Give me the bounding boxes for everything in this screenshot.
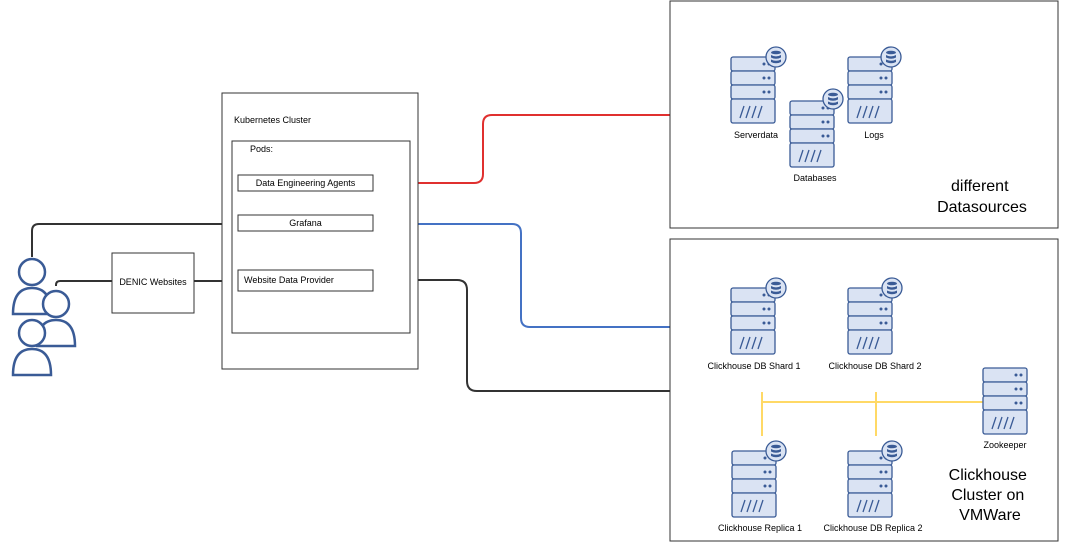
- server-icon: [847, 450, 893, 518]
- server-label: Clickhouse DB Shard 2: [828, 361, 921, 371]
- server-icon: [730, 56, 776, 124]
- denic-websites-box[interactable]: DENIC Websites: [111, 252, 195, 314]
- users-group: [11, 257, 77, 377]
- datasources-caption: different Datasources: [937, 178, 1027, 216]
- kubernetes-cluster-title: Kubernetes Cluster: [234, 115, 311, 125]
- server-clickhouse-replica-1[interactable]: Clickhouse Replica 1: [718, 440, 802, 533]
- server-icon: [847, 56, 893, 124]
- server-clickhouse-shard-2[interactable]: Clickhouse DB Shard 2: [828, 277, 922, 371]
- server-label: Databases: [793, 173, 837, 183]
- users-to-websites-line: [55, 280, 112, 286]
- server-label: Serverdata: [734, 130, 778, 140]
- database-icon: [765, 277, 787, 299]
- database-icon: [765, 46, 787, 68]
- caption-line: different: [951, 178, 1009, 195]
- caption-line: Clickhouse: [949, 467, 1027, 484]
- red-connector-line: [373, 114, 670, 184]
- users-to-grafana-line: [31, 223, 238, 257]
- server-icon: [982, 367, 1028, 435]
- pod-grafana[interactable]: Grafana: [237, 214, 374, 232]
- blue-connector-line: [373, 223, 670, 328]
- server-label: Clickhouse DB Shard 1: [707, 361, 800, 371]
- server-icon: [731, 450, 777, 518]
- server-databases[interactable]: Databases: [789, 88, 844, 183]
- server-logs[interactable]: Logs: [847, 46, 902, 140]
- server-icon: [789, 100, 835, 168]
- database-icon: [822, 88, 844, 110]
- database-icon: [881, 440, 903, 462]
- server-serverdata[interactable]: Serverdata: [730, 46, 787, 140]
- clickhouse-caption: Clickhouse Cluster on VMWare: [949, 467, 1032, 524]
- pod-data-engineering-agents[interactable]: Data Engineering Agents: [237, 174, 374, 192]
- caption-line: VMWare: [959, 507, 1021, 524]
- database-icon: [881, 277, 903, 299]
- clickhouse-network-lines: [761, 392, 985, 436]
- pod-label: Data Engineering Agents: [256, 178, 356, 188]
- user-icon: [11, 318, 53, 377]
- server-label: Clickhouse Replica 1: [718, 523, 802, 533]
- server-icon: [730, 287, 776, 355]
- server-zookeeper[interactable]: Zookeeper: [982, 367, 1028, 450]
- server-clickhouse-replica-2[interactable]: Clickhouse DB Replica 2: [823, 440, 923, 533]
- server-label: Clickhouse DB Replica 2: [823, 523, 922, 533]
- pods-label: Pods:: [250, 144, 273, 154]
- pod-label: Grafana: [289, 218, 322, 228]
- server-clickhouse-shard-1[interactable]: Clickhouse DB Shard 1: [707, 277, 801, 371]
- server-label: Logs: [864, 130, 884, 140]
- caption-line: Cluster on: [951, 487, 1024, 504]
- pod-website-data-provider[interactable]: Website Data Provider: [237, 269, 374, 292]
- database-icon: [880, 46, 902, 68]
- database-icon: [765, 440, 787, 462]
- dark-connector-line: [373, 279, 670, 392]
- pod-label: Website Data Provider: [244, 275, 334, 285]
- server-label: Zookeeper: [983, 440, 1026, 450]
- denic-websites-label: DENIC Websites: [119, 277, 187, 287]
- pods-box: [231, 140, 411, 334]
- server-icon: [847, 287, 893, 355]
- caption-line: Datasources: [937, 199, 1027, 216]
